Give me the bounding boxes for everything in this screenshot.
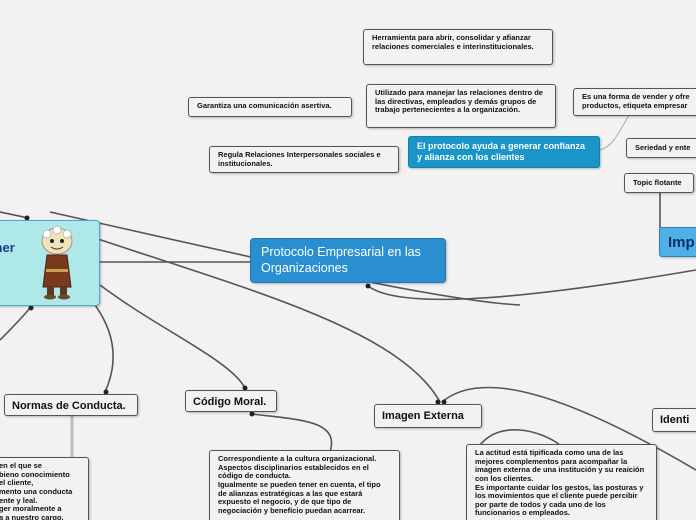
link-codigo-corr bbox=[251, 413, 333, 453]
link-imagen-right bbox=[441, 386, 696, 471]
central-topic[interactable]: tener ño bbox=[0, 220, 100, 306]
node-left-bottom[interactable]: en el que se bieno conocimiento el clien… bbox=[0, 457, 89, 520]
link-central-codigo bbox=[99, 284, 246, 389]
node-topic-flotante[interactable]: Topic flotante bbox=[624, 173, 694, 193]
connector-dot bbox=[249, 411, 255, 417]
node-seriedad[interactable]: Seriedad y ente bbox=[626, 138, 696, 158]
central-title: tener ño bbox=[0, 240, 15, 271]
node-es-una-forma[interactable]: Es una forma de vender y ofre productos,… bbox=[573, 88, 696, 116]
node-codigo-moral[interactable]: Código Moral. bbox=[185, 390, 277, 412]
link-main-right bbox=[367, 269, 696, 301]
right-topic[interactable]: Imp bbox=[659, 227, 696, 257]
link-main-imagen bbox=[94, 237, 441, 403]
connector-dot bbox=[103, 389, 109, 395]
central-title-line2: ño bbox=[0, 256, 15, 271]
connector-dot bbox=[441, 399, 447, 405]
link-central-leftdown bbox=[0, 307, 31, 341]
node-identi[interactable]: Identi bbox=[652, 408, 696, 432]
node-actitud[interactable]: La actitud está tipificada como una de l… bbox=[466, 444, 657, 520]
central-title-line1: tener bbox=[0, 240, 15, 255]
connector-dot bbox=[28, 305, 34, 311]
node-imagen-externa[interactable]: Imagen Externa bbox=[374, 404, 482, 428]
link-central-normas bbox=[94, 304, 114, 393]
node-herramienta[interactable]: Herramienta para abrir, consolidar y afi… bbox=[363, 29, 553, 65]
connector-dot bbox=[435, 399, 441, 405]
connector-dot bbox=[242, 385, 248, 391]
node-utilizado[interactable]: Utilizado para manejar las relaciones de… bbox=[366, 84, 556, 128]
main-topic[interactable]: Protocolo Empresarial en las Organizacio… bbox=[250, 238, 446, 283]
node-normas-conducta[interactable]: Normas de Conducta. bbox=[4, 394, 138, 416]
cartoon-character-icon bbox=[41, 225, 73, 300]
node-garantiza[interactable]: Garantiza una comunicación asertiva. bbox=[188, 97, 352, 117]
connector-dot bbox=[24, 215, 30, 221]
link-central-topleft bbox=[0, 211, 29, 219]
node-protocolo-ayuda[interactable]: El protocolo ayuda a generar confianza y… bbox=[408, 136, 600, 168]
node-correspondiente[interactable]: Correspondiente a la cultura organizacio… bbox=[209, 450, 400, 520]
node-regula[interactable]: Regula Relaciones Interpersonales social… bbox=[209, 146, 399, 173]
connector-dot bbox=[365, 283, 371, 289]
link-imagen-actitud bbox=[479, 429, 561, 446]
